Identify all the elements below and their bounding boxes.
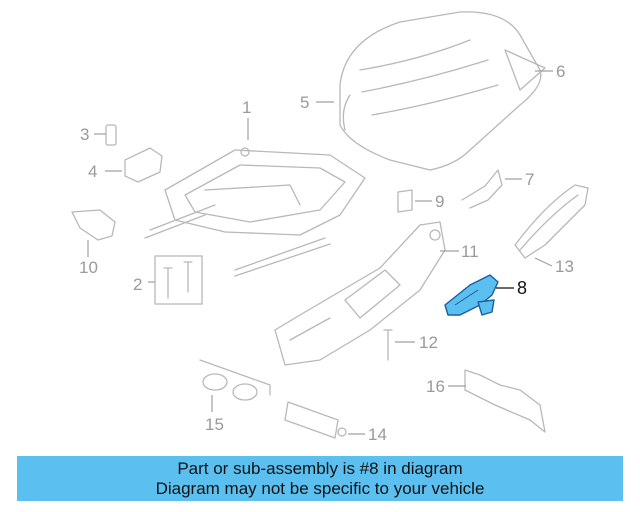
- bracket-part-9: [397, 189, 413, 213]
- callout-5: 5: [300, 93, 309, 112]
- callout-6: 6: [556, 62, 565, 81]
- side-shield-part-11: [274, 221, 446, 366]
- callout-4: 4: [88, 162, 97, 181]
- handle-part-10: [71, 209, 116, 241]
- bolts-part-2: [154, 255, 203, 305]
- cover-part-4: [124, 147, 163, 183]
- info-banner: Part or sub-assembly is #8 in diagram Di…: [17, 456, 623, 501]
- tube-part-14: [284, 401, 347, 439]
- callout-7: 7: [525, 170, 534, 189]
- switch-knob-part-8: [444, 274, 499, 316]
- clip-part-3: [105, 124, 117, 146]
- pin-part-12: [383, 329, 393, 361]
- callout-2: 2: [133, 275, 142, 294]
- seat-cushion-part: [339, 11, 546, 171]
- callout-12: 12: [419, 333, 438, 352]
- bracket-part-16: [464, 369, 546, 433]
- banner-line-1: Part or sub-assembly is #8 in diagram: [177, 458, 463, 478]
- callout-10: 10: [79, 258, 98, 277]
- banner-line-2: Diagram may not be specific to your vehi…: [155, 478, 485, 498]
- callout-16: 16: [426, 377, 445, 396]
- callout-14: 14: [368, 425, 387, 444]
- clips-part-15: [199, 359, 271, 401]
- leader-lines: [87, 70, 553, 435]
- callout-13: 13: [555, 257, 574, 276]
- trim-part-13: [514, 184, 589, 259]
- callout-8: 8: [517, 278, 527, 298]
- seat-frame-part: [144, 147, 366, 277]
- callout-3: 3: [80, 125, 89, 144]
- callout-15: 15: [205, 415, 224, 434]
- callout-11: 11: [461, 242, 479, 261]
- bracket-part-7: [461, 169, 503, 209]
- callout-9: 9: [435, 192, 444, 211]
- callout-1: 1: [242, 98, 251, 117]
